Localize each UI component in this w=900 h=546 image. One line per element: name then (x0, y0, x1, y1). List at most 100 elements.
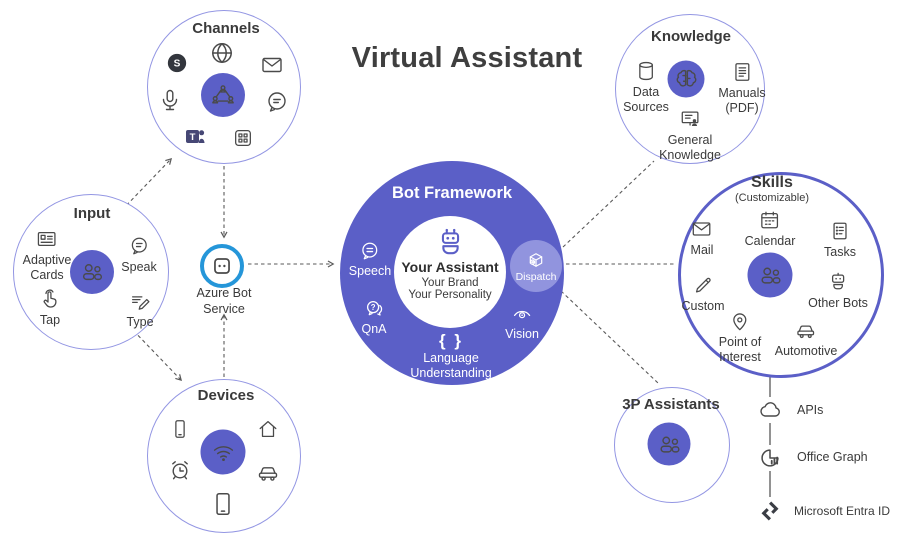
globe-icon (209, 40, 235, 66)
office-graph-icon (757, 445, 783, 471)
tasks-icon (829, 220, 851, 242)
robot-icon (434, 225, 467, 258)
skill-other-bots: Other Bots (808, 271, 868, 311)
skill-calendar: Calendar (744, 209, 796, 249)
item-label: Point of Interest (718, 335, 762, 364)
bot-framework-title: Bot Framework (391, 184, 513, 202)
item-label: Mail (690, 243, 714, 257)
feature-label: QnA (361, 322, 387, 336)
item-label: Tasks (824, 245, 856, 259)
calendar-icon (759, 209, 781, 231)
service-label-office-graph: Office Graph (797, 450, 868, 464)
item-label: Other Bots (808, 296, 868, 310)
azure-bot-service-label: Azure Bot Service (196, 286, 252, 316)
knowledge-title: Knowledge (650, 28, 732, 45)
feature-vision: Vision (505, 303, 539, 342)
alarm-clock-icon (168, 458, 192, 482)
skill-tasks: Tasks (824, 220, 856, 260)
knowledge-hub (667, 60, 705, 98)
feature-speech: Speech (349, 240, 391, 279)
knowledge-item-data-sources: Data Sources (623, 60, 669, 115)
azure-bot-service-icon (200, 244, 244, 288)
qna-icon: ? (363, 298, 385, 320)
feature-label: Vision (505, 327, 539, 341)
skype-icon: S (166, 52, 188, 74)
svg-text:S: S (174, 59, 181, 70)
manuals-icon (731, 61, 753, 83)
item-label: General Knowledge (659, 133, 721, 162)
channels-title: Channels (192, 20, 260, 37)
braces-icon: { } (439, 331, 463, 350)
item-label: Tap (39, 313, 61, 327)
3p-assistants-title: 3P Assistants (622, 396, 720, 413)
skill-automotive: Automotive (774, 319, 838, 359)
smartphone-icon (169, 418, 191, 440)
people-icon (656, 431, 682, 457)
adaptive-cards-icon (36, 228, 58, 250)
item-label: Speak (121, 260, 157, 274)
mail-icon (691, 218, 713, 240)
item-label: Type (126, 315, 154, 329)
automotive-icon (795, 319, 817, 341)
skill-custom: Custom (681, 274, 725, 314)
people-icon (79, 259, 105, 285)
point-of-interest-icon (729, 310, 751, 332)
type-icon (129, 290, 151, 312)
mail-icon (260, 53, 284, 77)
brain-icon (673, 66, 699, 92)
assistant-personality: Your Personality (408, 289, 492, 301)
speech-bubble-icon (359, 240, 381, 262)
dispatch-badge: Dispatch (510, 240, 562, 292)
assistant-brand: Your Brand (421, 277, 479, 289)
channels-hub (201, 73, 245, 117)
service-label-apis: APIs (797, 403, 824, 417)
page-title: Virtual Assistant (351, 42, 583, 74)
chat-bubble-icon (265, 90, 289, 114)
knowledge-item-manuals: Manuals (PDF) (718, 61, 766, 116)
network-people-icon (210, 82, 236, 108)
wifi-icon (210, 439, 236, 465)
feature-label: Language Understanding (410, 351, 492, 380)
svg-text:T: T (190, 132, 196, 143)
input-item-type: Type (126, 290, 154, 330)
item-label: Automotive (774, 344, 838, 358)
dispatch-box-icon (525, 249, 547, 271)
devices-title: Devices (197, 387, 255, 404)
entra-id-icon (758, 499, 782, 523)
item-label: Data Sources (623, 85, 669, 114)
speak-bubble-icon (128, 235, 150, 257)
item-label: Manuals (PDF) (718, 86, 766, 115)
input-item-adaptive-cards: Adaptive Cards (22, 228, 72, 283)
cloud-icon (758, 398, 782, 422)
people-icon (757, 262, 783, 288)
service-label-entra-id: Microsoft Entra ID (794, 504, 891, 518)
azure-bot-icon (209, 253, 235, 279)
microphone-icon (158, 88, 182, 112)
skills-title: Skills (751, 174, 793, 191)
app-grid-icon (232, 127, 254, 149)
skill-point-of-interest: Point of Interest (719, 310, 761, 365)
feature-qna: ? QnA (361, 298, 387, 337)
assistant-title: Your Assistant (401, 259, 499, 275)
skills-subtitle: (Customizable) (735, 192, 809, 204)
teams-icon: T (183, 125, 207, 149)
item-label: Adaptive Cards (22, 253, 72, 282)
item-label: Calendar (744, 234, 796, 248)
input-item-speak: Speak (121, 235, 157, 275)
other-bots-icon (827, 271, 849, 293)
skills-hub (747, 252, 793, 298)
svg-text:?: ? (370, 303, 375, 312)
input-hub (70, 250, 114, 294)
3p-assistants-hub (647, 422, 691, 466)
car-icon (256, 460, 280, 484)
devices-hub (200, 429, 246, 475)
custom-pencil-icon (692, 274, 714, 296)
database-icon (635, 60, 657, 82)
input-item-tap: Tap (39, 288, 61, 328)
vision-icon (511, 303, 533, 325)
your-assistant-circle: Your Assistant Your Brand Your Personali… (394, 216, 506, 328)
tap-icon (39, 288, 61, 310)
feature-label: Speech (348, 264, 392, 278)
item-label: Custom (681, 299, 725, 313)
